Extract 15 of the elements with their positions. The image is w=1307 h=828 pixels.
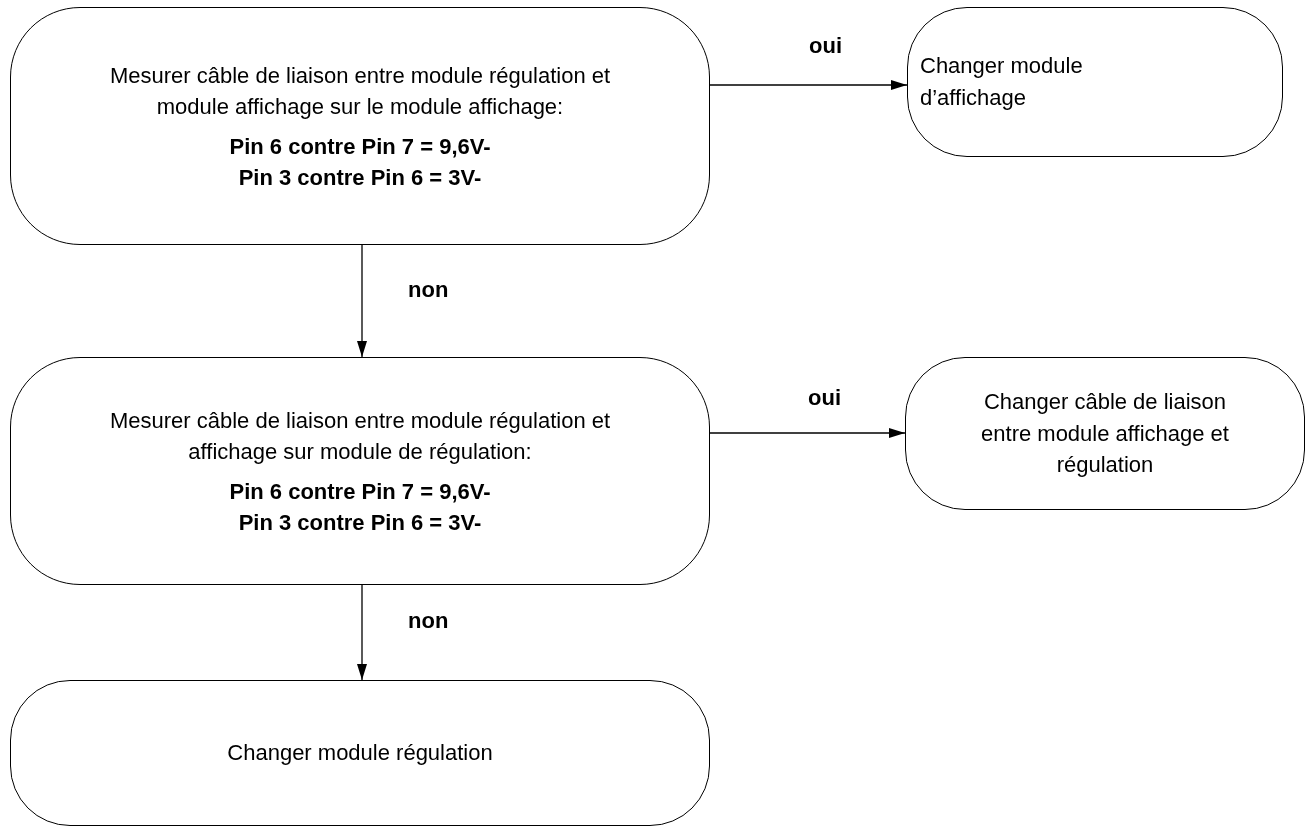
measurement-text: Pin 3 contre Pin 6 = 3V- — [238, 508, 482, 537]
box-text: Changer câble de liaison entre module affichage et régulation — [980, 387, 1230, 480]
box-text: Mesurer câble de liaison entre module régulation et affichage sur module de régulation: — [108, 406, 612, 467]
measurement-text: Pin 3 contre Pin 6 = 3V- — [238, 163, 482, 192]
rounded-process-box — [10, 7, 710, 245]
measurement-text: Pin 6 contre Pin 7 = 9,6V- — [229, 478, 491, 507]
arrow — [357, 584, 367, 681]
rounded-process-box — [10, 357, 710, 585]
arrow — [709, 428, 906, 438]
measurement-text: Pin 6 contre Pin 7 = 9,6V- — [229, 133, 491, 162]
arrow — [709, 80, 908, 90]
box-text: Changer module régulation — [227, 739, 493, 768]
arrow — [357, 244, 367, 358]
box-text: Changer module d’affichage — [920, 52, 1084, 112]
box-text: Mesurer câble de liaison entre module régulation et module affichage sur le module affichage: — [108, 61, 612, 122]
